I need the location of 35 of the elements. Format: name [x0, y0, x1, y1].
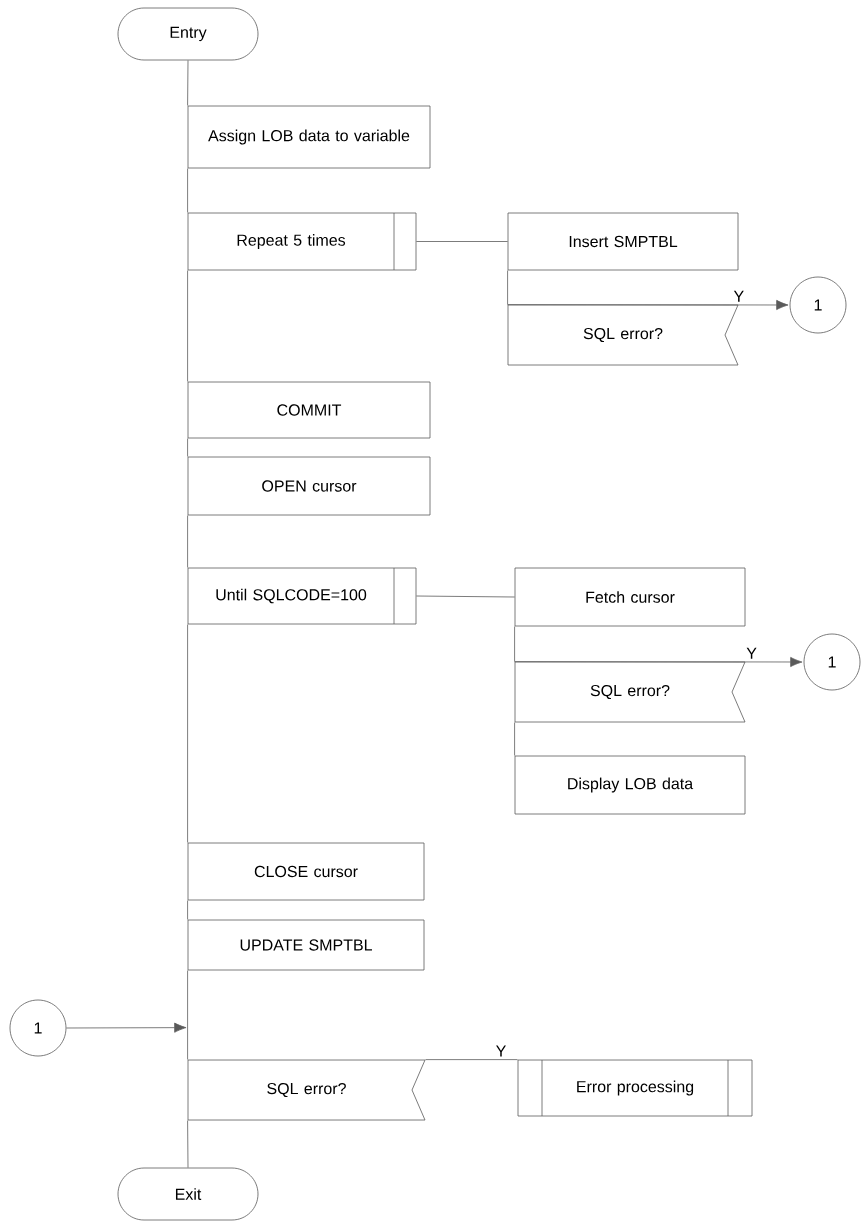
process-box: Display LOB data [514, 755, 746, 815]
process-box: OPEN cursor [187, 456, 431, 516]
connector-line [187, 900, 188, 920]
connector-line [425, 1059, 518, 1060]
subroutine-box: Error processing [517, 1059, 753, 1117]
process-box: UPDATE SMPTBL [187, 919, 425, 971]
process-box: Fetch cursor [514, 567, 746, 627]
process-box: Assign LOB data to variable [187, 105, 431, 169]
process-box: COMMIT [187, 381, 431, 439]
connector-line [507, 270, 508, 305]
connector-line [416, 241, 508, 242]
decision-flag: SQL error? [514, 661, 746, 723]
loop-box: Until SQLCODE=100 [187, 567, 417, 625]
arrow [66, 1022, 187, 1033]
edge-label: Y [732, 289, 746, 304]
connector-line [187, 515, 188, 568]
edge-label: Y [494, 1044, 508, 1058]
connector-line [187, 60, 189, 106]
arrow [507, 299, 789, 310]
arrow [514, 657, 803, 667]
loop-box: Repeat 5 times [187, 212, 417, 271]
edge-label: Y [744, 646, 759, 661]
decision-flag: SQL error? [507, 304, 739, 366]
connector-line [187, 970, 188, 1060]
connector-line [187, 624, 188, 843]
connector-line [187, 270, 188, 382]
process-box: CLOSE cursor [187, 842, 425, 901]
process-box: Insert SMPTBL [507, 212, 739, 271]
connector-line [416, 595, 515, 598]
connector-line [187, 438, 188, 457]
decision-flag: SQL error? [187, 1059, 426, 1121]
connector-line [514, 626, 515, 662]
connector-line [514, 722, 515, 756]
connector-line [187, 1120, 189, 1168]
connector-line [187, 168, 188, 213]
